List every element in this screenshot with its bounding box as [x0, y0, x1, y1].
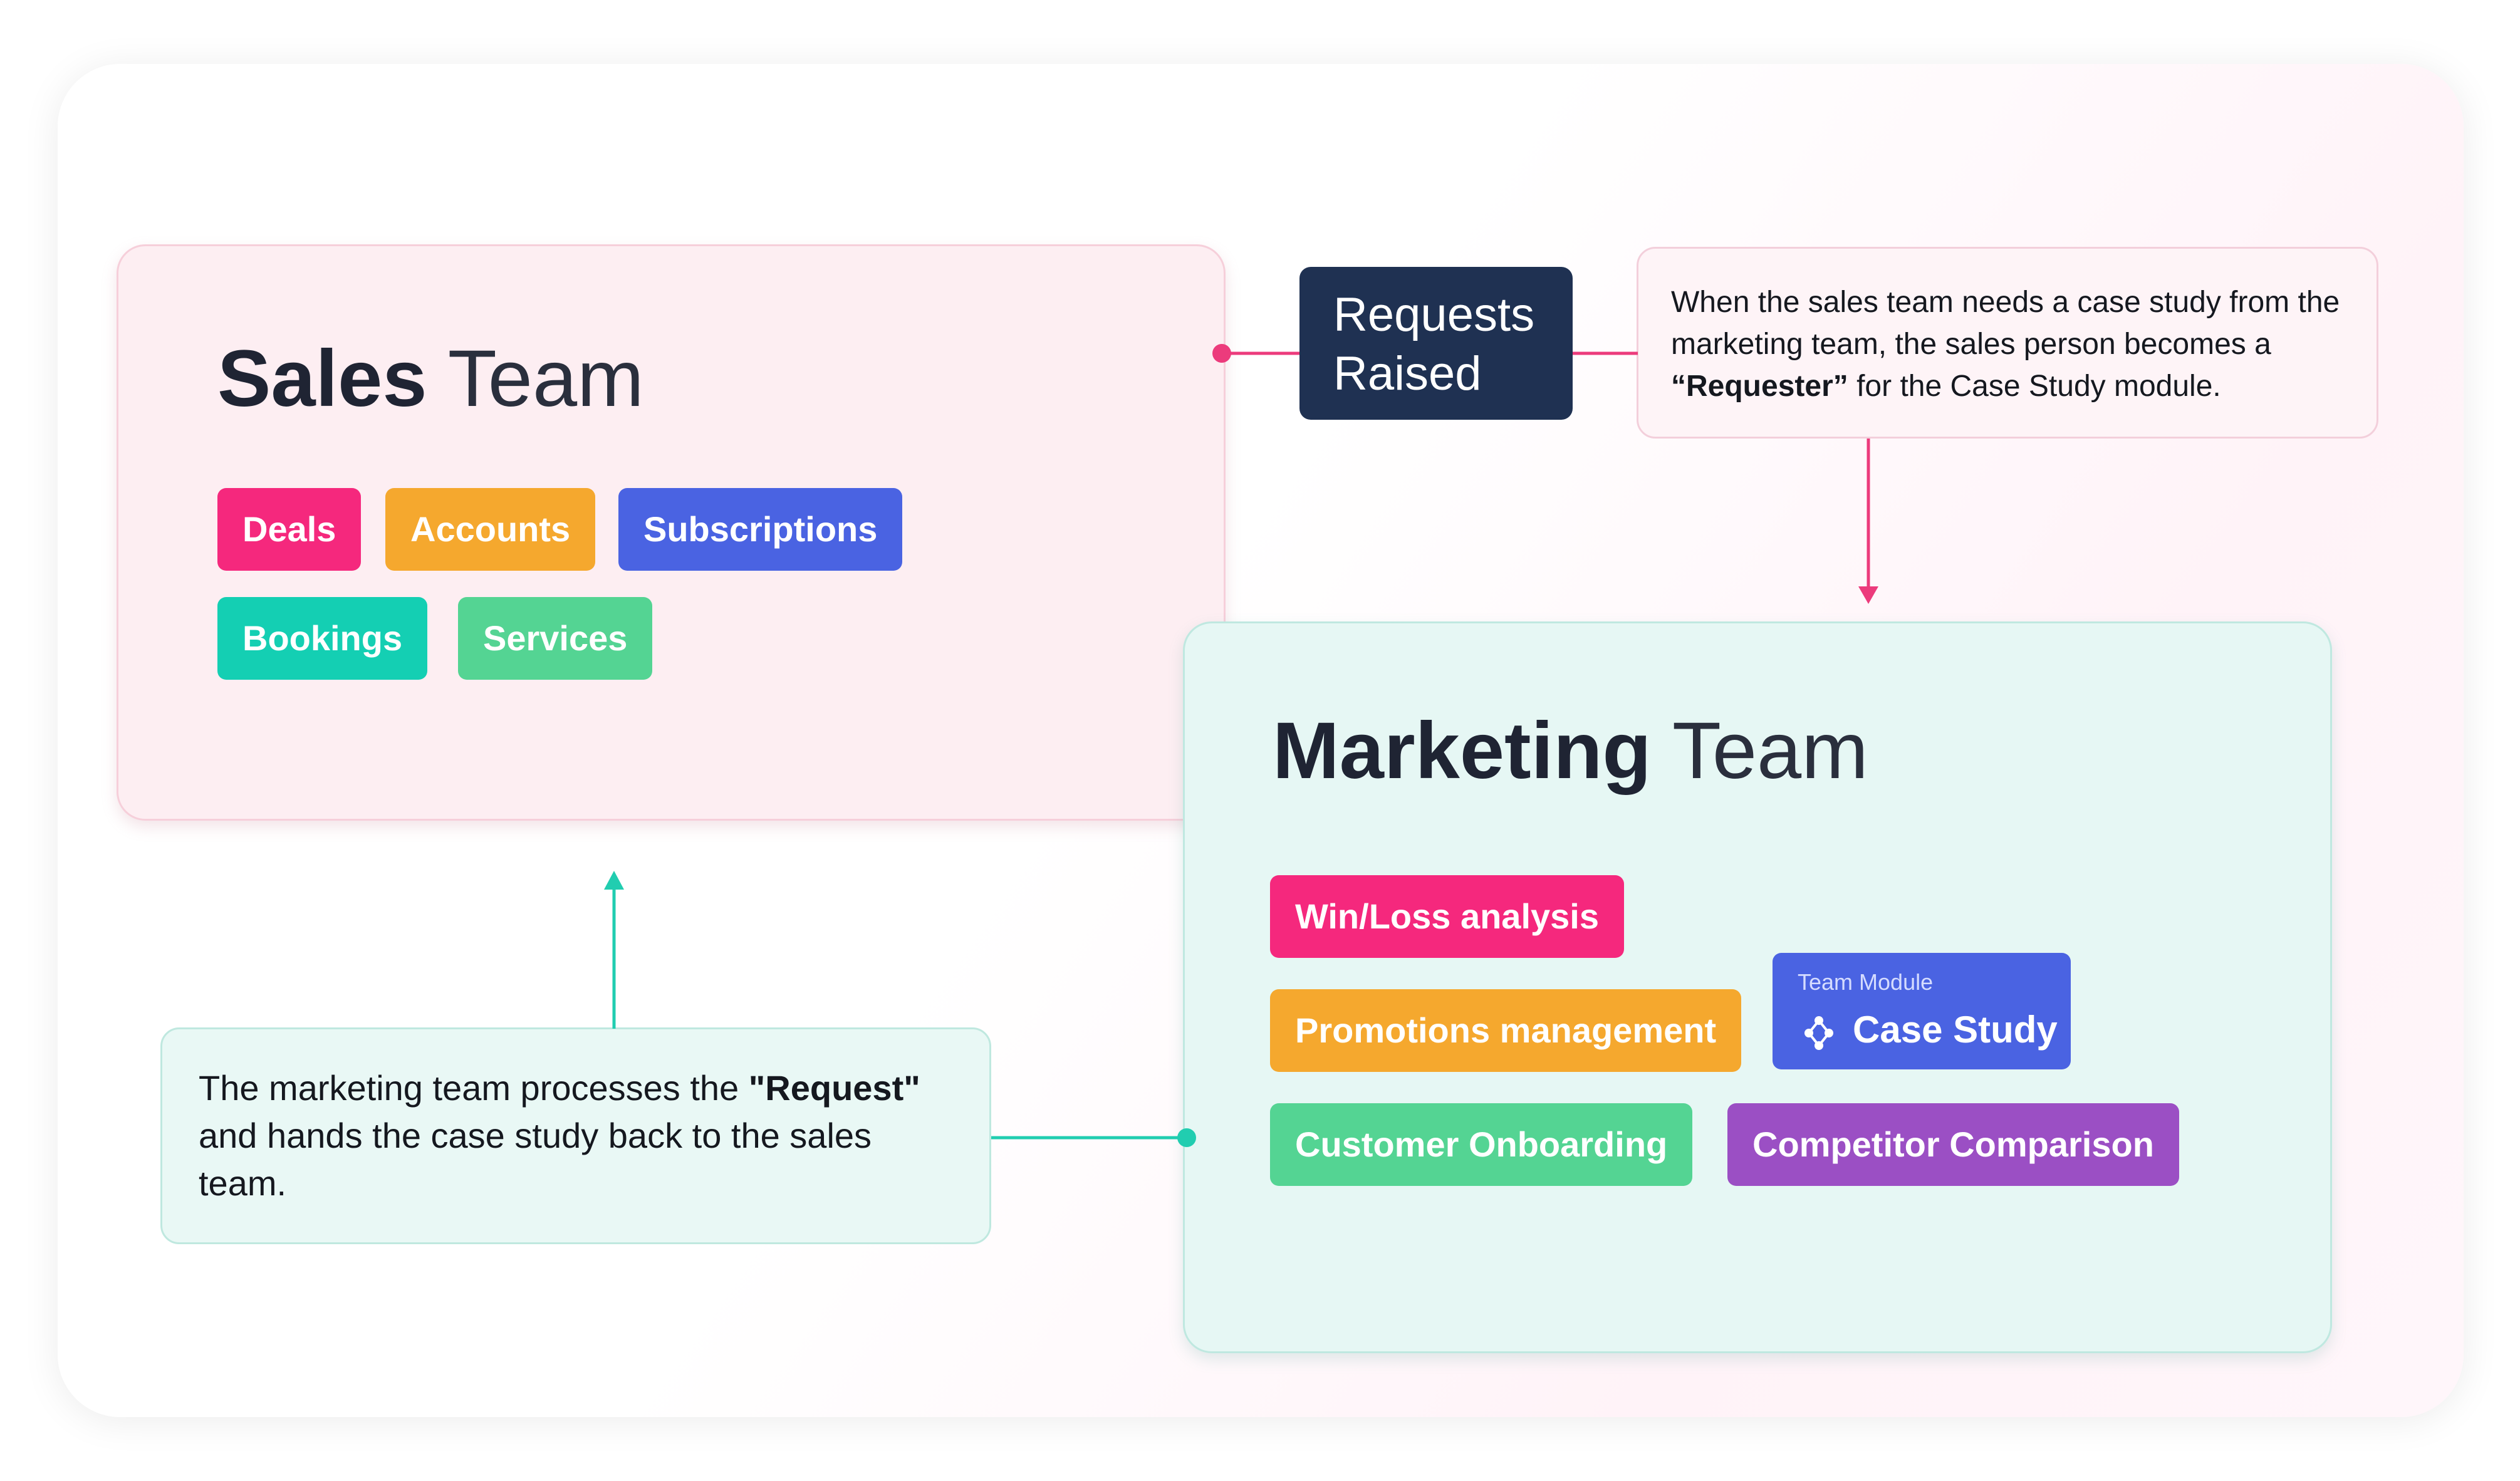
sales-team-panel: Sales Team Deals Accounts Subscriptions … [117, 244, 1226, 821]
sales-module-accounts: Accounts [385, 488, 596, 571]
sales-module-deals: Deals [217, 488, 362, 571]
module-nodes-icon [1804, 1016, 1833, 1050]
handback-note-text: The marketing team processes the "Reques… [199, 1064, 964, 1207]
requester-note: When the sales team needs a case study f… [1637, 247, 2378, 439]
sales-module-bookings: Bookings [217, 597, 428, 680]
handback-note-emphasis: "Request" [748, 1068, 920, 1108]
sales-title-light: Team [427, 334, 644, 424]
requests-raised-box: Requests Raised [1299, 267, 1573, 420]
requester-note-text: When the sales team needs a case study f… [1671, 281, 2351, 407]
case-study-team-module: Team Module Case Study [1773, 953, 2071, 1069]
marketing-module-competitor: Competitor Comparison [1727, 1103, 2179, 1186]
handback-note-part-2: and hands the case study back to the sal… [199, 1116, 872, 1203]
marketing-title-bold: Marketing [1273, 706, 1652, 796]
marketing-title-light: Team [1651, 706, 1868, 796]
marketing-module-win-loss: Win/Loss analysis [1270, 875, 1624, 958]
marketing-team-title: Marketing Team [1273, 711, 1868, 791]
handback-note: The marketing team processes the "Reques… [160, 1027, 991, 1244]
requester-note-part-2: for the Case Study module. [1848, 370, 2221, 403]
requester-note-part-1: When the sales team needs a case study f… [1671, 286, 2340, 361]
sales-team-title: Sales Team [217, 339, 644, 419]
sales-module-services: Services [458, 597, 653, 680]
sales-module-subscriptions: Subscriptions [618, 488, 903, 571]
requests-line-2: Raised [1333, 347, 1482, 400]
marketing-module-promotions: Promotions management [1270, 989, 1742, 1072]
handback-note-part-1: The marketing team processes the [199, 1068, 749, 1108]
requests-line-1: Requests [1333, 288, 1535, 341]
team-module-label: Case Study [1853, 1009, 2058, 1051]
marketing-module-onboarding: Customer Onboarding [1270, 1103, 1693, 1186]
sales-title-bold: Sales [217, 334, 427, 424]
marketing-team-panel: Marketing Team Win/Loss analysis Promoti… [1183, 621, 2332, 1353]
team-module-caption: Team Module [1798, 969, 1934, 995]
requester-note-emphasis: “Requester” [1671, 370, 1848, 403]
